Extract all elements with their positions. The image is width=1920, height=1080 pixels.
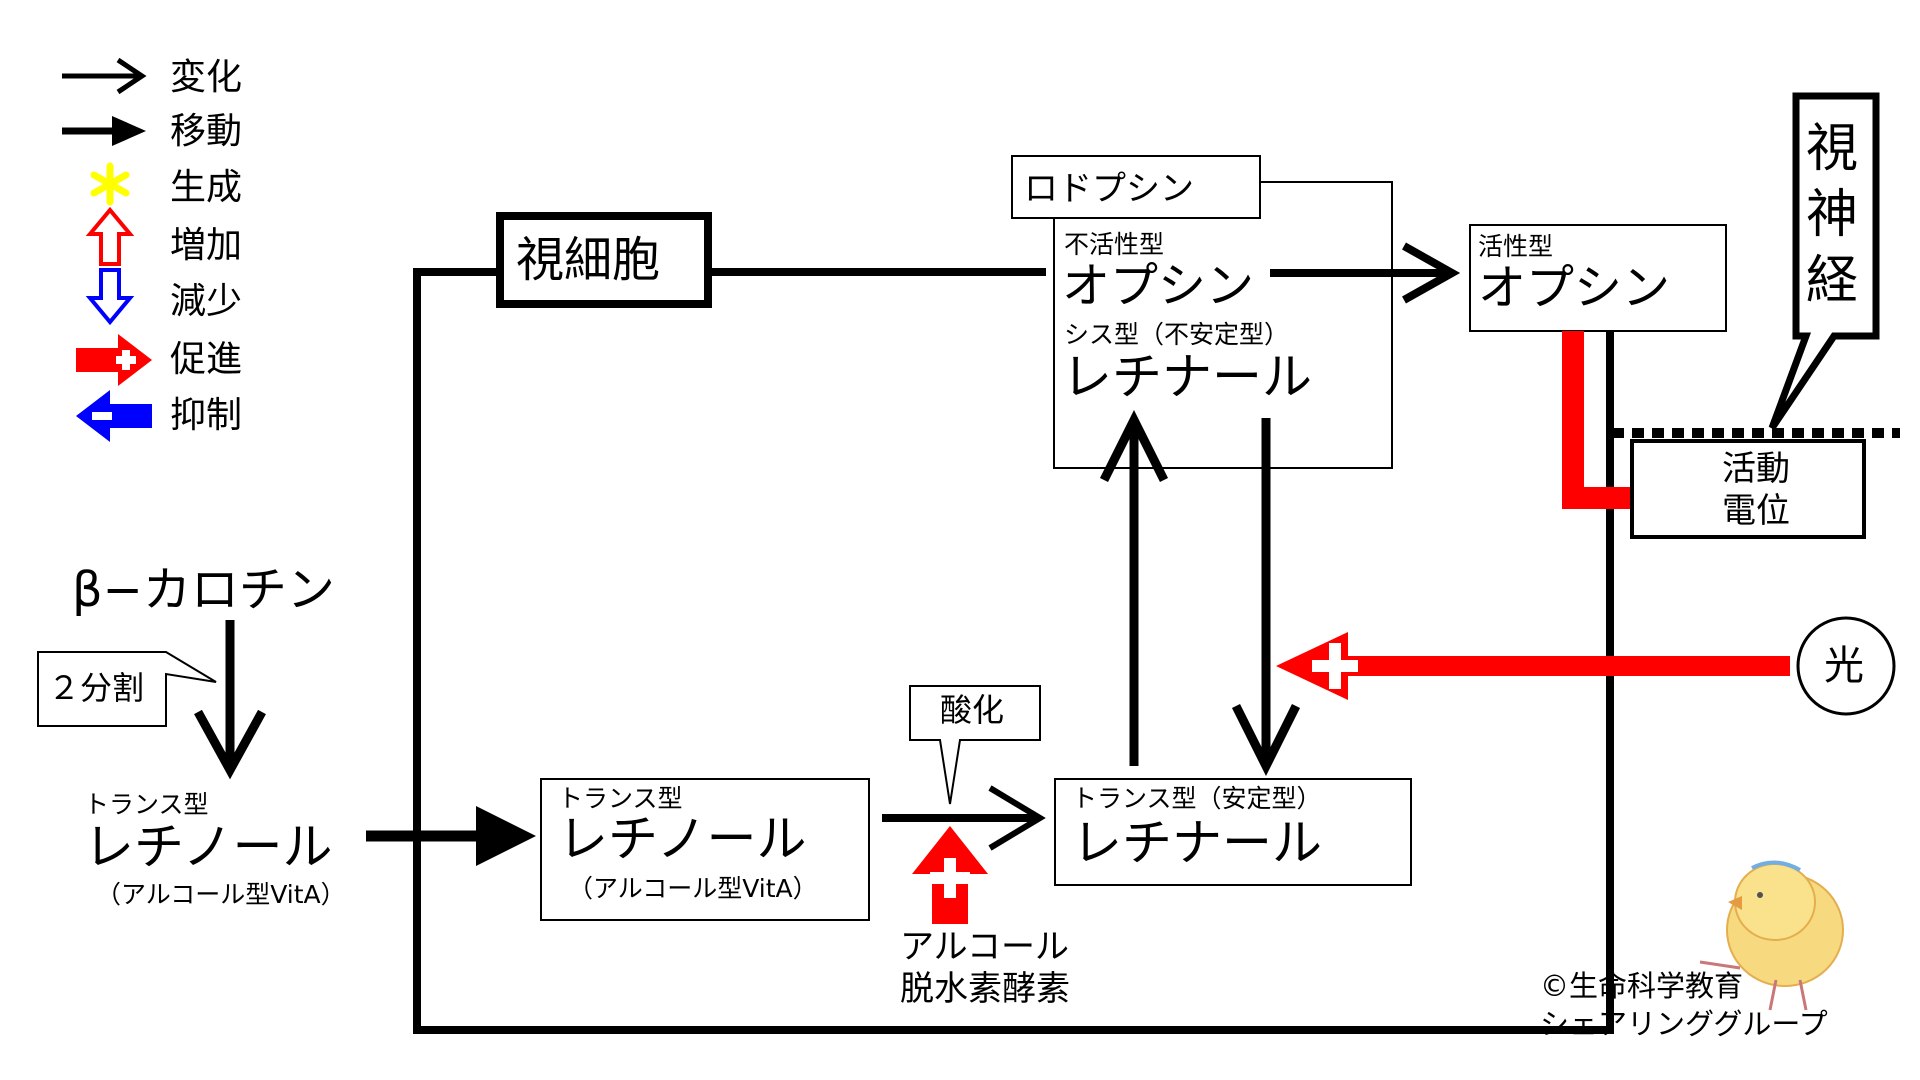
bold-arrow-icon xyxy=(62,116,146,146)
action-potential-line1: 活動 xyxy=(1722,449,1790,489)
credit-line2: シェアリンググループ xyxy=(1540,1007,1828,1041)
light-circle xyxy=(1796,616,1896,716)
enzyme-promote-arrow xyxy=(912,826,988,924)
retinol-outside-note: （アルコール型VitA） xyxy=(96,880,346,909)
down-hollow-arrow-icon xyxy=(85,268,135,326)
cell-label: 視細胞 xyxy=(516,232,661,288)
action-potential-line2: 電位 xyxy=(1722,491,1790,531)
retinol-inside-box xyxy=(540,778,870,921)
split-callout xyxy=(37,651,217,727)
rhodopsin-tab xyxy=(1011,155,1261,219)
oxidation-callout xyxy=(909,685,1041,805)
activation-arrow xyxy=(1270,242,1461,304)
inactive-opsin-label: オプシン xyxy=(1062,258,1255,314)
retinol-inside-note: （アルコール型VitA） xyxy=(568,874,818,903)
legend-label-decrease: 減少 xyxy=(170,281,243,322)
legend-label-suppress: 抑制 xyxy=(170,395,243,436)
beta-carotene-label: β−カロチン xyxy=(72,562,335,618)
split-down-arrow xyxy=(194,620,266,780)
asterisk-icon xyxy=(90,162,130,206)
oxidation-label: 酸化 xyxy=(940,691,1005,729)
plus-arrow-icon xyxy=(76,334,152,386)
retinol-outside-name: レチノール xyxy=(84,818,333,876)
up-hollow-arrow-icon xyxy=(85,206,135,266)
rhodopsin-title: ロドプシン xyxy=(1024,169,1194,209)
legend-label-generate: 生成 xyxy=(170,167,243,208)
optic-nerve-callout xyxy=(1768,92,1880,430)
active-opsin-type-label: 活性型 xyxy=(1478,232,1554,261)
oxidation-arrow xyxy=(882,785,1046,851)
active-opsin-box xyxy=(1469,224,1727,332)
opsin-type-label: 不活性型 xyxy=(1064,230,1165,259)
retinol-outside-type: トランス型 xyxy=(84,790,209,819)
split-label: ２分割 xyxy=(48,669,145,707)
legend-label-move: 移動 xyxy=(170,111,243,152)
credit-line1: ©生命科学教育 xyxy=(1540,969,1744,1003)
enzyme-line1: アルコール xyxy=(900,927,1069,967)
chick-illustration xyxy=(1699,860,1844,1011)
trans-retinal-type: トランス型（安定型） xyxy=(1072,784,1322,813)
thin-arrow-icon xyxy=(62,57,147,95)
cell-label-box xyxy=(496,212,712,308)
retinol-inside-type: トランス型 xyxy=(558,784,683,813)
light-label: 光 xyxy=(1824,643,1864,689)
optic-nerve-label: 視神経 xyxy=(1806,119,1859,311)
light-promote-arrow xyxy=(1276,632,1790,700)
trans-retinal-name: レチナール xyxy=(1072,814,1322,872)
legend-label-increase: 増加 xyxy=(170,225,243,266)
legend-label-change: 変化 xyxy=(170,57,243,98)
legend-label-promote: 促進 xyxy=(170,339,243,380)
retinol-inside-name: レチノール xyxy=(558,810,807,868)
active-opsin-label: オプシン xyxy=(1478,260,1671,316)
cis-retinal-type-label: シス型（不安定型） xyxy=(1064,320,1290,349)
action-potential-box xyxy=(1630,439,1866,539)
regeneration-up-arrow xyxy=(1099,409,1169,766)
trans-retinal-box xyxy=(1054,778,1412,886)
cis-retinal-label: レチナール xyxy=(1062,348,1312,406)
isomerization-down-arrow xyxy=(1231,418,1301,777)
enzyme-line2: 脱水素酵素 xyxy=(900,969,1070,1009)
minus-arrow-icon xyxy=(76,390,152,442)
transport-arrow xyxy=(366,806,536,866)
